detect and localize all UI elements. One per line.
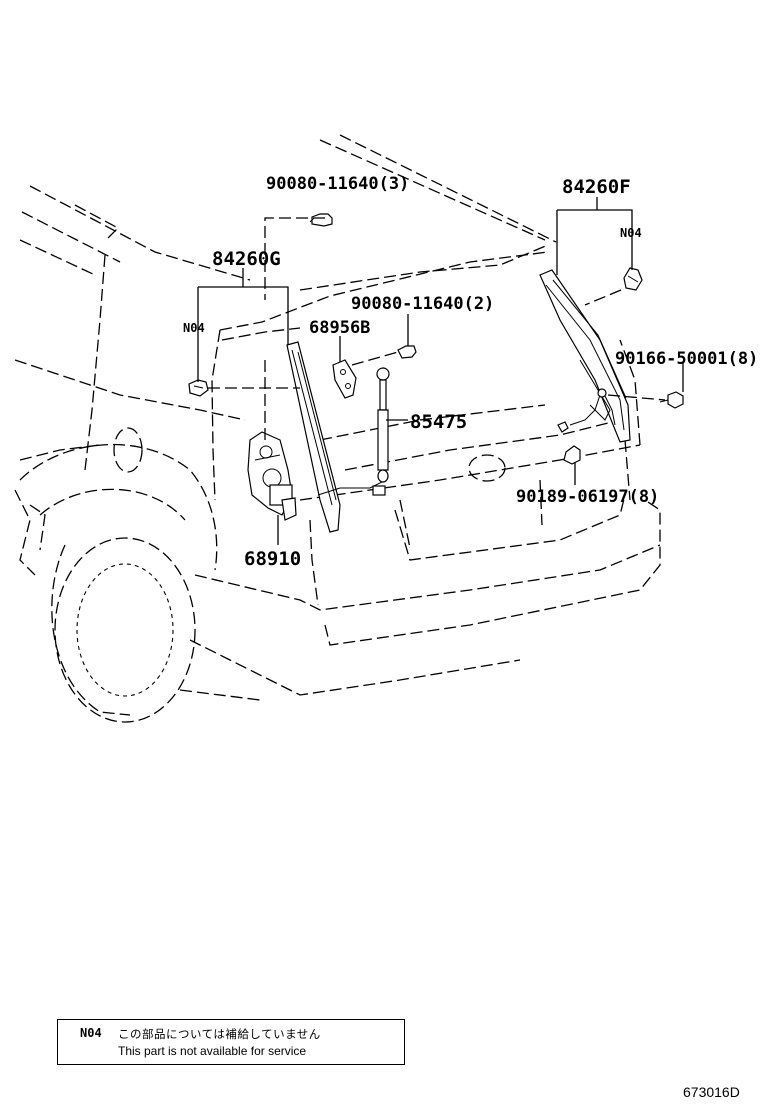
- screw-right-part: [659, 391, 684, 409]
- clip-right-part: [623, 267, 643, 291]
- harness-part: [569, 388, 616, 426]
- label-damper: 85475: [410, 411, 467, 433]
- label-n04-right: N04: [620, 226, 642, 240]
- rail-right-part: [539, 269, 631, 443]
- label-rail-left: 84260G: [212, 248, 281, 270]
- note-japanese: この部品については補給していません: [118, 1027, 321, 1041]
- damper-part: [317, 367, 390, 496]
- label-screw-right: 90166-50001(8): [615, 349, 758, 369]
- clip-left-part: [188, 379, 209, 397]
- figure-id: 673016D: [683, 1084, 740, 1100]
- label-n04-left: N04: [183, 321, 205, 335]
- rail-left-part: [286, 341, 341, 533]
- note-english: This part is not available for service: [118, 1044, 307, 1058]
- bolt-upper-part: [309, 213, 333, 227]
- service-note: N04 この部品については補給していません This part is not a…: [57, 1019, 405, 1065]
- label-bracket: 68956B: [309, 318, 370, 338]
- motor-part: [247, 431, 297, 521]
- leader-lines: [197, 197, 684, 545]
- bolt-middle-part: [397, 345, 417, 359]
- label-rail-right: 84260F: [562, 176, 631, 198]
- bracket-part: [332, 359, 357, 399]
- label-bolt-middle: 90080-11640(2): [351, 294, 494, 314]
- label-motor: 68910: [244, 548, 301, 570]
- label-clip: 90189-06197(8): [516, 487, 659, 507]
- vehicle-body: [14, 134, 661, 723]
- label-bolt-upper: 90080-11640(3): [266, 174, 409, 194]
- note-code: N04: [80, 1026, 102, 1040]
- clip-lower-part: [557, 421, 581, 465]
